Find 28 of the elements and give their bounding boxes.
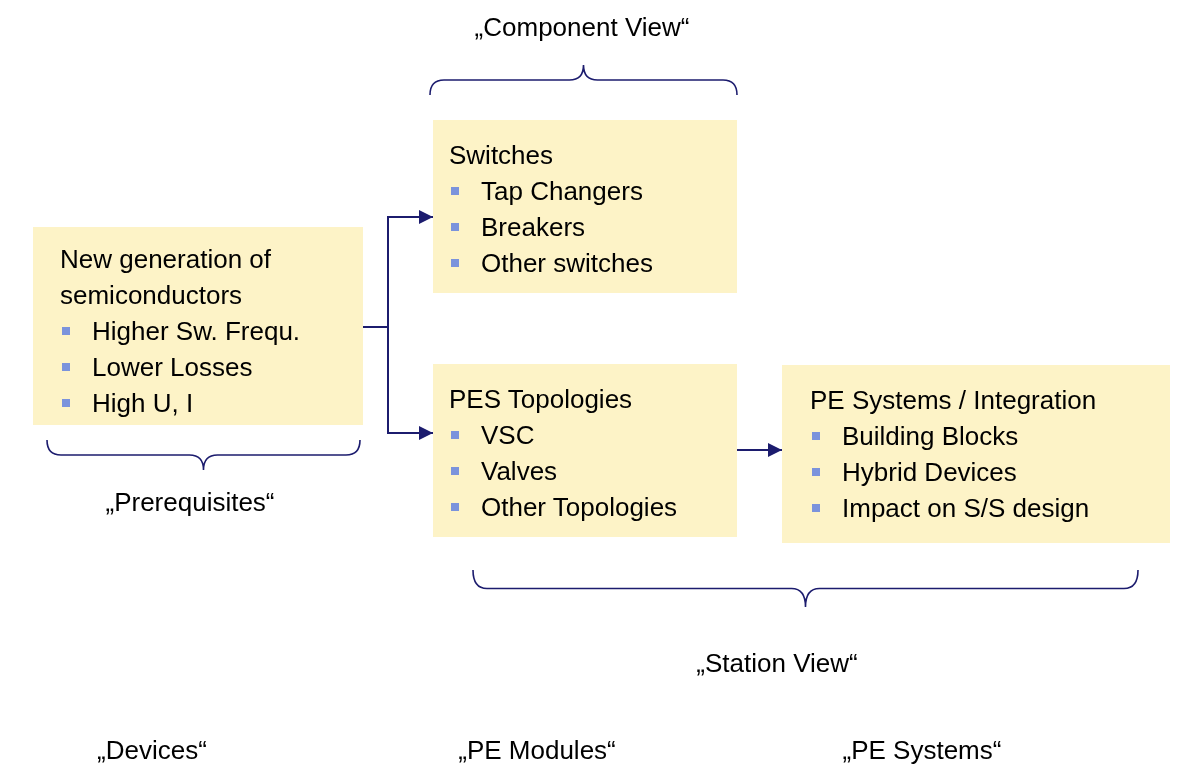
box-heading: Switches: [449, 139, 555, 172]
bullet-text: Other Topologies: [481, 491, 678, 524]
bullet-text: Higher Sw. Frequ.: [92, 315, 301, 348]
view-label: „Component View“: [474, 11, 690, 44]
bullet-text: VSC: [481, 419, 535, 452]
arrow: [736, 443, 783, 457]
bullet-text: Breakers: [481, 211, 586, 244]
view-label: „PE Modules“: [458, 734, 616, 767]
bullet-text: Tap Changers: [481, 175, 643, 208]
bullet-text: High U, I: [92, 387, 194, 420]
bullet-text: Valves: [481, 455, 558, 488]
bullet-text: Hybrid Devices: [842, 456, 1017, 489]
text-box: [433, 364, 737, 537]
view-label: „Prerequisites“: [105, 486, 275, 519]
bullet-text: Building Blocks: [842, 420, 1019, 453]
bullet-text: Other switches: [481, 247, 653, 280]
bullet-text: Lower Losses: [92, 351, 253, 384]
view-label: „Devices“: [97, 734, 207, 767]
bullet-text: Impact on S/S design: [842, 492, 1090, 525]
box-heading: PE Systems / Integration: [810, 384, 1098, 417]
text-box: [782, 365, 1170, 543]
view-label: „Station View“: [696, 647, 858, 680]
text-box: [433, 120, 737, 293]
box-heading: PES Topologies: [449, 383, 634, 416]
arrow: [362, 326, 434, 440]
view-label: „PE Systems“: [842, 734, 1002, 767]
text-box: [33, 227, 363, 425]
box-heading: New generation of semiconductors: [60, 243, 273, 312]
